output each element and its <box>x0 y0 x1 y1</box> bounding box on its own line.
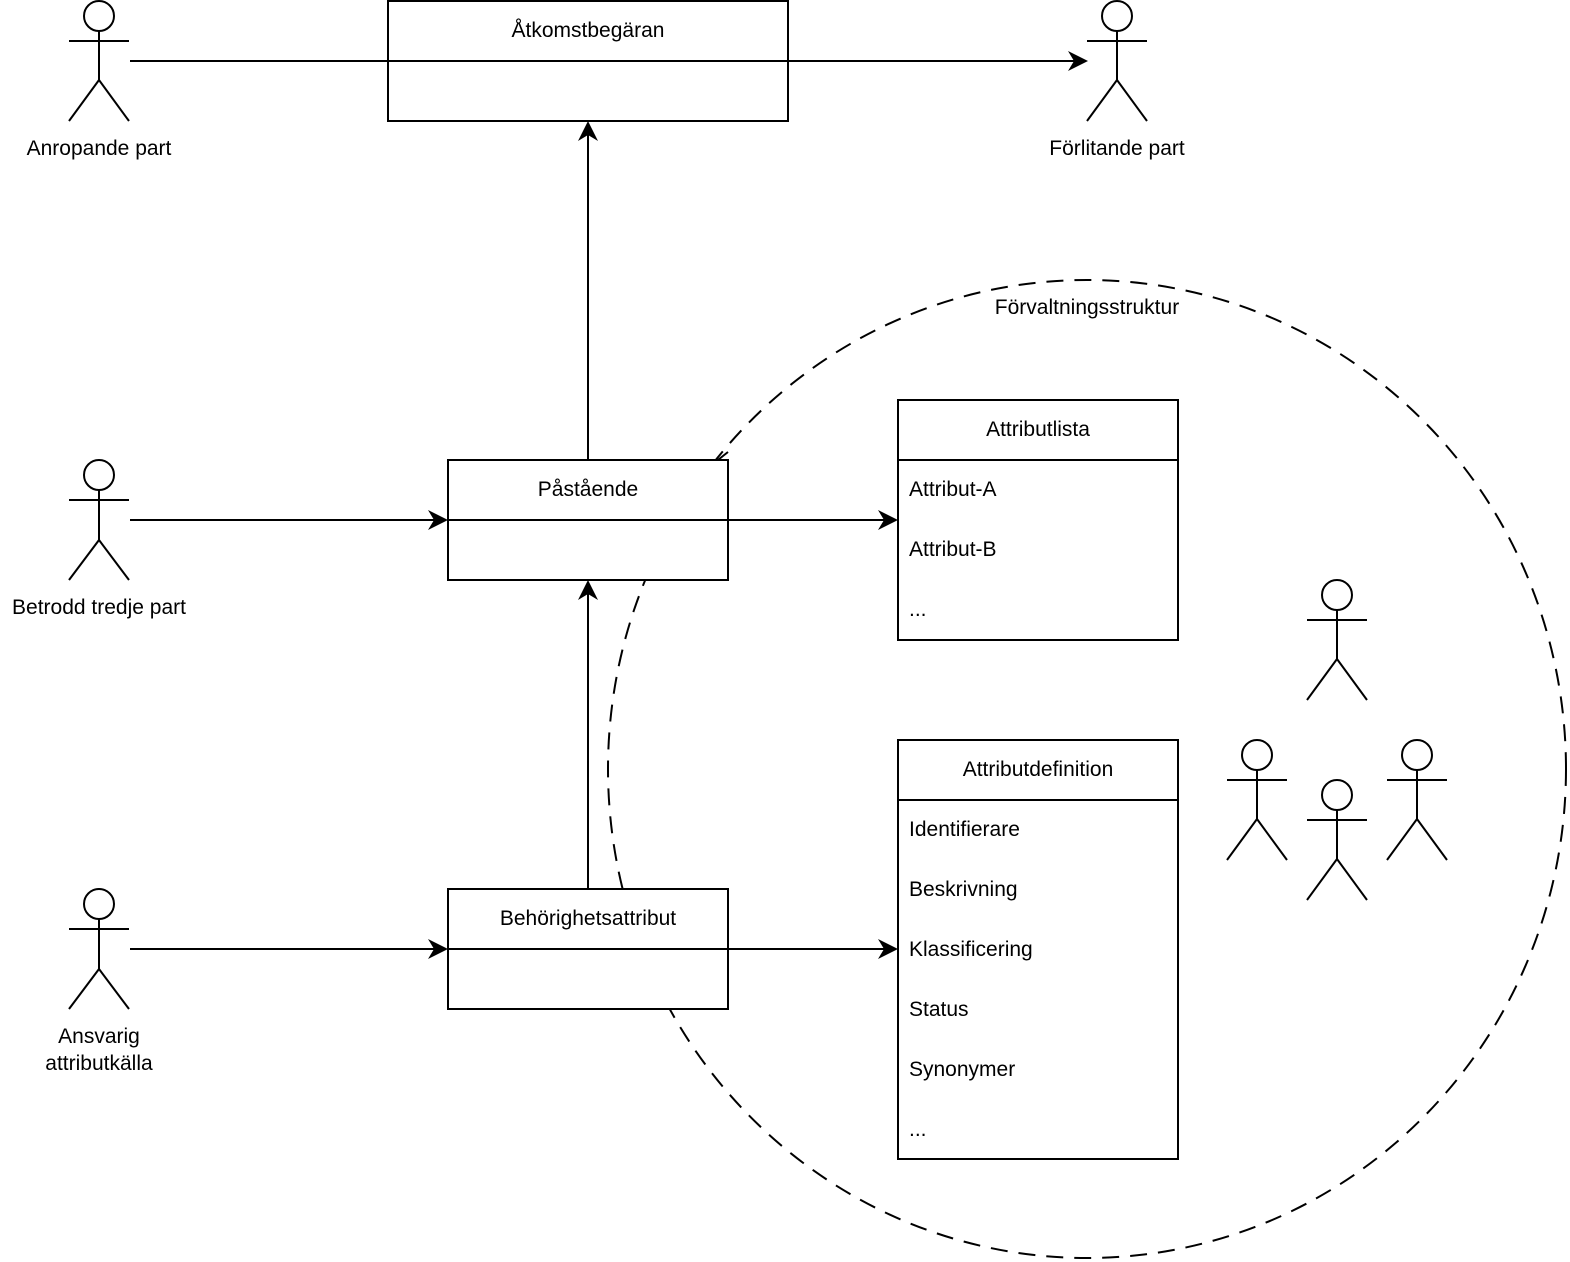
actor-relying-party-label: Förlitande part <box>1049 137 1185 160</box>
attribute-definition-box[interactable]: Attributdefinition Identifierare Beskriv… <box>897 739 1179 1160</box>
governance-actor <box>1306 579 1368 701</box>
actor-calling-party[interactable] <box>68 0 130 122</box>
actor-attribute-source-label-line1: Ansvarig <box>58 1025 140 1048</box>
attribute-list-box[interactable]: Attributlista Attribut-A Attribut-B ... <box>897 399 1179 641</box>
governance-actor <box>1226 739 1288 861</box>
attribute-list-item: ... <box>909 598 927 621</box>
attribute-list-item: Attribut-A <box>909 478 997 501</box>
attribute-definition-item: Identifierare <box>909 818 1020 841</box>
attribute-list-item: Attribut-B <box>909 538 997 561</box>
governance-structure-boundary <box>607 279 1567 1259</box>
governance-actor <box>1306 779 1368 901</box>
actor-trusted-third-party[interactable] <box>68 459 130 581</box>
attribute-definition-item: Klassificering <box>909 938 1033 961</box>
actor-attribute-source-label-line2: attributkälla <box>45 1052 153 1075</box>
attribute-definition-item: Status <box>909 998 969 1021</box>
actor-relying-party[interactable] <box>1086 0 1148 122</box>
authorization-attribute-title: Behörighetsattribut <box>500 907 676 930</box>
access-request-title: Åtkomstbegäran <box>512 19 665 42</box>
attribute-list-title: Attributlista <box>986 418 1090 441</box>
actor-calling-party-label: Anropande part <box>27 137 172 160</box>
actor-attribute-source[interactable] <box>68 888 130 1010</box>
governance-structure-label: Förvaltningsstruktur <box>995 296 1179 319</box>
governance-actor <box>1386 739 1448 861</box>
governance-arc-fragment <box>717 451 729 461</box>
attribute-definition-title: Attributdefinition <box>963 758 1114 781</box>
attribute-definition-item: Beskrivning <box>909 878 1018 901</box>
claim-title: Påstående <box>538 478 638 501</box>
attribute-definition-item: Synonymer <box>909 1058 1015 1081</box>
attribute-definition-item: ... <box>909 1118 927 1141</box>
actor-trusted-third-party-label: Betrodd tredje part <box>12 596 186 619</box>
